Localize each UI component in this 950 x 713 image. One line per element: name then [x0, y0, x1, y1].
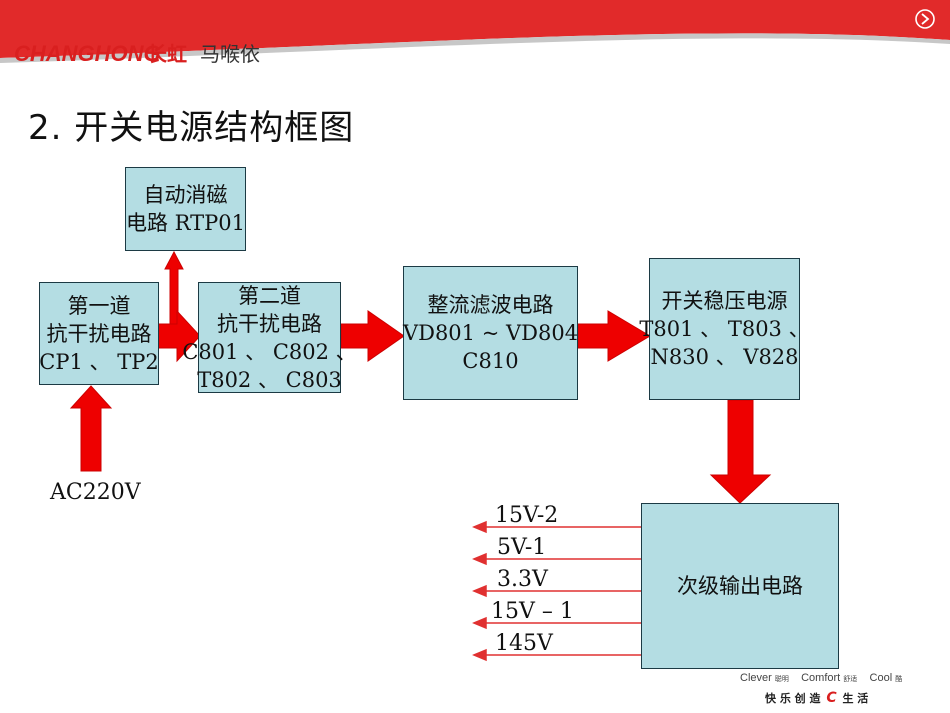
block-regulator-line: T801 、 T803 、	[639, 317, 810, 341]
block-secondary-output: 次级输出电路	[641, 503, 839, 669]
output-label-5v-1: 5V-1	[497, 535, 547, 560]
header-band: CHANGHONG 长虹 马喉依	[0, 0, 950, 66]
header-gray-wave	[0, 33, 950, 63]
output-label-15v-1: 15V – 1	[491, 599, 574, 624]
tagline-c-logo-icon: C	[826, 690, 837, 706]
arrow-rectifier-to-regulator	[577, 310, 651, 362]
block-first-filter-line: 第一道	[67, 293, 131, 318]
output-arrowhead-3	[472, 584, 487, 598]
block-degauss: 自动消磁 电路 RTP01	[125, 167, 246, 251]
brand-logo-cn: 长虹	[147, 42, 187, 66]
block-regulator: 开关稳压电源 T801 、 T803 、 N830 、 V828	[639, 258, 810, 400]
block-first-filter: 第一道 抗干扰电路 CP1 、 TP2	[39, 282, 159, 385]
arrow-ac-input	[69, 385, 113, 472]
block-rectifier-line: 整流滤波电路	[427, 293, 554, 317]
brand-logo-latin: CHANGHONG	[14, 41, 161, 66]
slide-title: 2. 开关电源结构框图	[28, 108, 355, 148]
block-degauss-line: 自动消磁	[143, 183, 228, 207]
next-slide-icon[interactable]	[915, 9, 935, 29]
block-secondary-output-line: 次级输出电路	[677, 574, 803, 598]
slogan-cool-cn: 酷	[895, 676, 903, 683]
block-first-filter-line: CP1 、 TP2	[39, 349, 159, 374]
ac-input-label: AC220V	[50, 480, 141, 505]
block-rectifier-line: VD801 ~ VD804	[402, 321, 579, 345]
block-regulator-line: 开关稳压电源	[661, 289, 788, 313]
output-arrowhead-5	[472, 648, 487, 662]
block-second-filter-line: 第二道	[238, 283, 301, 308]
block-second-filter: 第二道 抗干扰电路 C801 、 C802 、 T802 、 C803	[182, 282, 357, 393]
slogan-comfort: Comfort	[801, 672, 841, 684]
slogan-clever-cn: 聪明	[774, 676, 789, 683]
block-second-filter-line: C801 、 C802 、	[182, 339, 357, 364]
tagline-end-text: 生 活	[842, 692, 869, 705]
block-rectifier: 整流滤波电路 VD801 ~ VD804 C810	[403, 266, 578, 400]
block-degauss-line: 电路 RTP01	[126, 211, 245, 235]
arrow-regulator-to-secondary	[709, 399, 772, 504]
slogan-clever: Clever	[740, 672, 772, 684]
footer-slogan: Clever 聪明 Comfort 舒适 Cool 酷 快 乐 创 造 C 生 …	[740, 672, 945, 710]
arrow-filter1-to-filter2	[157, 309, 201, 363]
output-arrowhead-1	[472, 520, 487, 534]
output-label-145v: 145V	[495, 631, 553, 656]
block-second-filter-line: 抗干扰电路	[217, 311, 322, 336]
output-label-15v-2: 15V-2	[495, 503, 559, 528]
output-arrowhead-2	[472, 552, 487, 566]
output-label-3v3: 3.3V	[497, 567, 548, 592]
brand-subtitle: 马喉依	[200, 42, 260, 66]
block-regulator-line: N830 、 V828	[650, 345, 799, 369]
output-arrowhead-4	[472, 616, 487, 630]
slogan-comfort-cn: 舒适	[843, 676, 858, 683]
arrow-filter2-to-rectifier	[340, 310, 405, 362]
tagline-text: 快 乐 创 造	[765, 692, 821, 705]
block-rectifier-line: C810	[462, 349, 519, 373]
block-first-filter-line: 抗干扰电路	[46, 321, 152, 346]
header-red-wave	[0, 0, 950, 58]
block-second-filter-line: T802 、 C803	[197, 367, 342, 392]
slogan-cool: Cool	[869, 672, 893, 684]
